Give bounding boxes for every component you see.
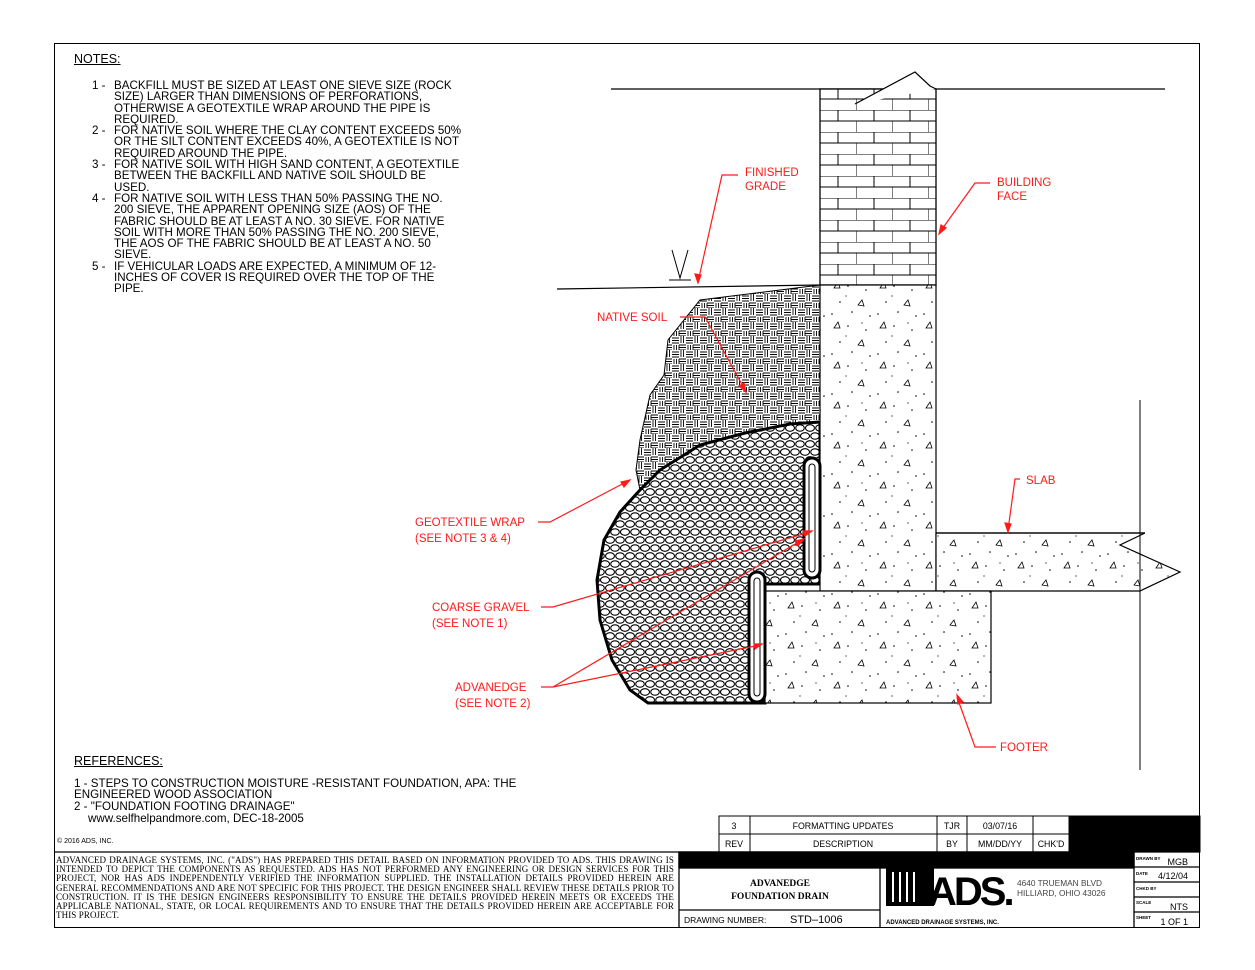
drawing-title-1: ADVANEDGE (750, 879, 810, 889)
note-3: 3 -FOR NATIVE SOIL WITH HIGH SAND CONTEN… (92, 158, 460, 194)
footer (764, 590, 992, 704)
date-header: MM/DD/YY (978, 839, 1022, 849)
drawn-by: MGB (1167, 857, 1188, 867)
ads-logo: ADS. ADVANCED DRAINAGE SYSTEMS, INC. (886, 868, 1015, 926)
rev-date: 03/07/16 (983, 821, 1017, 831)
notes-title: NOTES: (74, 52, 121, 66)
svg-text:(SEE NOTE 1): (SEE NOTE 1) (432, 618, 508, 630)
slab (935, 532, 1182, 592)
label-geotextile-wrap: GEOTEXTILE WRAP (415, 517, 525, 529)
notes-list: 1 -BACKFILL MUST BE SIZED AT LEAST ONE S… (92, 80, 464, 295)
date-label: DATE (1136, 871, 1148, 876)
note-5: 5 -IF VEHICULAR LOADS ARE EXPECTED, A MI… (92, 259, 437, 296)
drawing-number: STD–1006 (790, 914, 843, 926)
ads-logo-subtitle: ADVANCED DRAINAGE SYSTEMS, INC. (886, 920, 999, 926)
sheet-value: 1 OF 1 (1160, 917, 1188, 927)
sheet-label: SHEET (1136, 915, 1151, 920)
label-native-soil: NATIVE SOIL (597, 312, 668, 324)
advanedge-pipe-upper (802, 456, 822, 580)
grade-symbol (669, 249, 691, 281)
label-finished-grade: FINISHED (745, 167, 799, 179)
description-header: DESCRIPTION (813, 839, 873, 849)
svg-text:FACE: FACE (997, 191, 1027, 203)
address-line-1: 4640 TRUEMAN BLVD (1017, 878, 1102, 888)
revision-table (718, 815, 1201, 853)
ads-logo-text: ADS. (928, 870, 1012, 914)
note-2: 2 -FOR NATIVE SOIL WHERE THE CLAY CONTEN… (92, 124, 462, 160)
label-advanedge: ADVANEDGE (455, 682, 527, 694)
note-1: 1 -BACKFILL MUST BE SIZED AT LEAST ONE S… (92, 79, 452, 126)
date-value: 4/12/04 (1158, 871, 1188, 881)
svg-text:(SEE NOTE 3 & 4): (SEE NOTE 3 & 4) (415, 533, 511, 545)
reference-2-source: www.selfhelpandmore.com, DEC-18-2005 (88, 812, 304, 825)
drawing-number-label: DRAWING NUMBER: (684, 915, 766, 925)
reference-1: 1 - STEPS TO CONSTRUCTION MOISTURE -RESI… (74, 777, 517, 802)
label-coarse-gravel: COARSE GRAVEL (432, 602, 530, 614)
chkd-by-label: CHKD BY (1136, 886, 1157, 891)
svg-text:(SEE NOTE 2): (SEE NOTE 2) (455, 698, 531, 710)
copyright: © 2016 ADS, INC. (57, 838, 114, 845)
label-footer: FOOTER (1000, 742, 1048, 754)
scale-label: SCALE (1136, 900, 1151, 905)
rev-number: 3 (732, 821, 737, 831)
note-4: 4 -FOR NATIVE SOIL WITH LESS THAN 50% PA… (92, 191, 445, 262)
label-slab: SLAB (1026, 475, 1056, 487)
drawn-by-label: DRAWN BY (1136, 856, 1161, 861)
rev-description: FORMATTING UPDATES (793, 821, 894, 831)
label-building-face: BUILDING (997, 177, 1051, 189)
callout-leaders (538, 174, 1020, 748)
brick-wall (819, 71, 937, 286)
rev-header: REV (725, 839, 743, 849)
svg-text:GRADE: GRADE (745, 181, 786, 193)
references-title: REFERENCES: (74, 754, 163, 768)
rev-by: TJR (944, 821, 960, 831)
advanedge-pipe-lower (747, 570, 767, 704)
by-header: BY (946, 839, 958, 849)
disclaimer: ADVANCED DRAINAGE SYSTEMS, INC. ("ADS") … (56, 855, 674, 921)
drawing-title-2: FOUNDATION DRAIN (731, 892, 829, 902)
address-line-2: HILLIARD, OHIO 43026 (1017, 888, 1106, 898)
scale-value: NTS (1170, 902, 1188, 912)
finished-grade-line (556, 284, 821, 290)
reference-2: 2 - "FOUNDATION FOOTING DRAINAGE" (74, 800, 295, 813)
concrete-foundation-wall (819, 284, 937, 592)
drawing-sheet (54, 43, 1200, 928)
chkd-header: CHK'D (1038, 839, 1065, 849)
title-block-frame (54, 851, 1200, 928)
